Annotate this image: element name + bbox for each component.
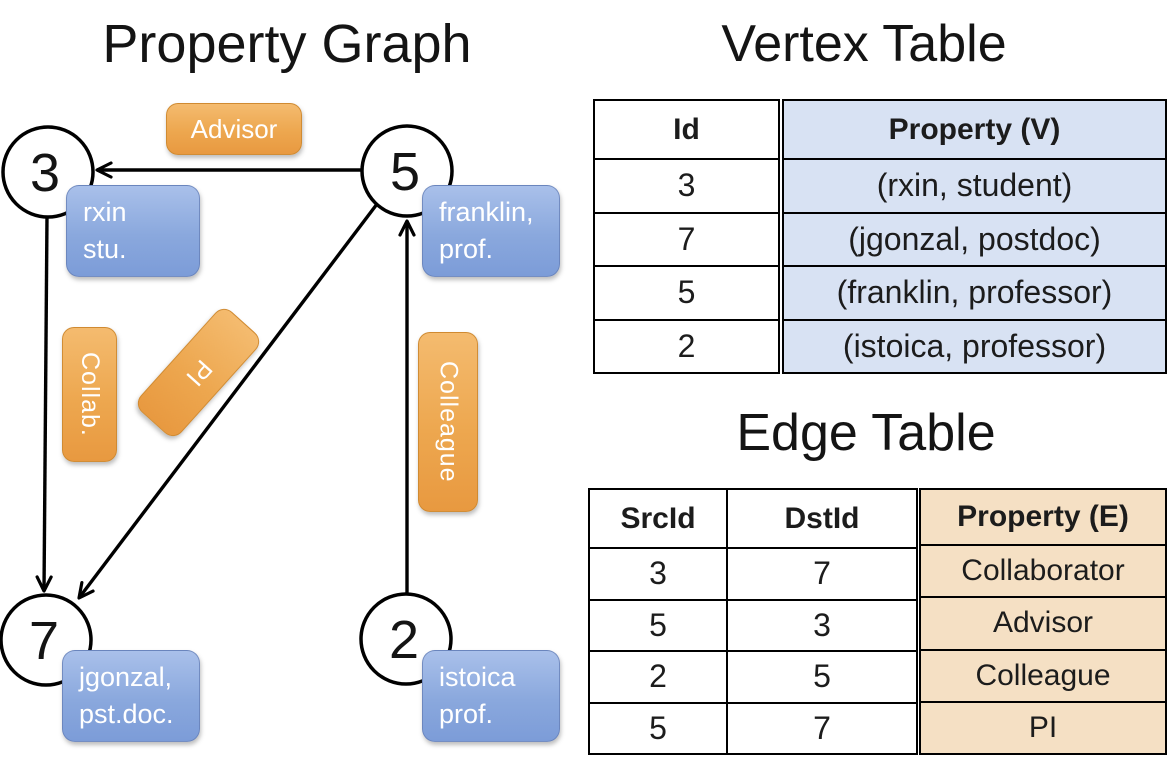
edge-table-row-srcid: 5: [590, 701, 726, 754]
edge-table-id-columns: SrcId DstId 3 7 5 3 2 5 5 7: [588, 488, 918, 755]
vertex-property-box-2: istoica prof.: [422, 650, 560, 742]
vertex-3-line2: stu.: [83, 234, 127, 264]
edge-table-row-property: Colleague: [921, 648, 1165, 701]
edge-table-row-property: PI: [921, 700, 1165, 753]
edge-table-row-property: Collaborator: [921, 544, 1165, 596]
vertex-table-row-property: (franklin, professor): [784, 265, 1165, 319]
edge-label-collab: Collab.: [62, 327, 117, 462]
edge-table-header-dstid: DstId: [726, 490, 916, 547]
edge-label-pi-text: PI: [179, 353, 218, 392]
vertex-5-line2: prof.: [439, 234, 494, 264]
vertex-7-line1: jgonzal,: [79, 662, 173, 692]
edge-label-advisor-text: Advisor: [190, 113, 278, 144]
vertex-property-box-3: rxin stu.: [66, 185, 200, 277]
edge-table-row-property: Advisor: [921, 596, 1165, 648]
edge-label-advisor: Advisor: [166, 103, 302, 155]
vertex-table-header-property: Property (V): [888, 112, 1061, 146]
vertex-id-7: 7: [29, 611, 59, 671]
vertex-3-line1: rxin: [83, 197, 127, 227]
vertex-2-line1: istoica: [439, 662, 516, 692]
vertex-7-line2: pst.doc.: [79, 699, 174, 729]
vertex-table-row-property: (rxin, student): [784, 158, 1165, 212]
edge-table-header-srcid: SrcId: [620, 501, 696, 535]
edge-table-row-dstid: 5: [726, 650, 916, 702]
property-graph-title: Property Graph: [102, 14, 472, 74]
vertex-table-row-property: (jgonzal, postdoc): [784, 211, 1165, 266]
vertex-5-line1: franklin,: [439, 197, 534, 227]
vertex-property-box-7: jgonzal, pst.doc.: [62, 650, 200, 742]
vertex-table-header-id: Id: [673, 112, 700, 146]
vertex-table-row-id: 5: [595, 265, 778, 319]
edge-table-row-dstid: 7: [726, 547, 916, 599]
vertex-table-property-column: Property (V) (rxin, student) (jgonzal, p…: [782, 99, 1167, 374]
edge-table-row-srcid: 2: [590, 650, 726, 702]
vertex-table-id-column: Id 3 7 5 2: [593, 99, 780, 374]
vertex-id-5: 5: [390, 142, 420, 202]
vertex-table-row-id: 2: [595, 318, 778, 373]
vertex-table-row-property: (istoica, professor): [784, 318, 1165, 373]
edge-table-row-dstid: 7: [726, 701, 916, 753]
edge-label-collab-text: Collab.: [76, 352, 104, 437]
edge-table-row-srcid: 5: [590, 598, 726, 651]
vertex-property-box-5: franklin, prof.: [422, 185, 560, 277]
edge-table-header-property: Property (E): [957, 500, 1129, 533]
vertex-2-line2: prof.: [439, 699, 494, 729]
vertex-id-3: 3: [30, 143, 60, 203]
edge-table-title: Edge Table: [736, 404, 996, 462]
edge-table-property-column: Property (E) Collaborator Advisor Collea…: [919, 488, 1167, 755]
vertex-table-title: Vertex Table: [721, 15, 1007, 73]
edge-label-colleague-text: Colleague: [434, 361, 463, 483]
edge-table-row-dstid: 3: [726, 598, 916, 650]
edge-label-colleague: Colleague: [418, 332, 478, 512]
edge-table-row-srcid: 3: [590, 547, 726, 599]
edge-5-to-7-pi: [77, 202, 379, 600]
vertex-table-row-id: 3: [595, 158, 778, 212]
edge-3-to-7-collaborator: [35, 215, 53, 593]
vertex-table-row-id: 7: [595, 211, 778, 266]
vertex-id-2: 2: [389, 610, 419, 670]
